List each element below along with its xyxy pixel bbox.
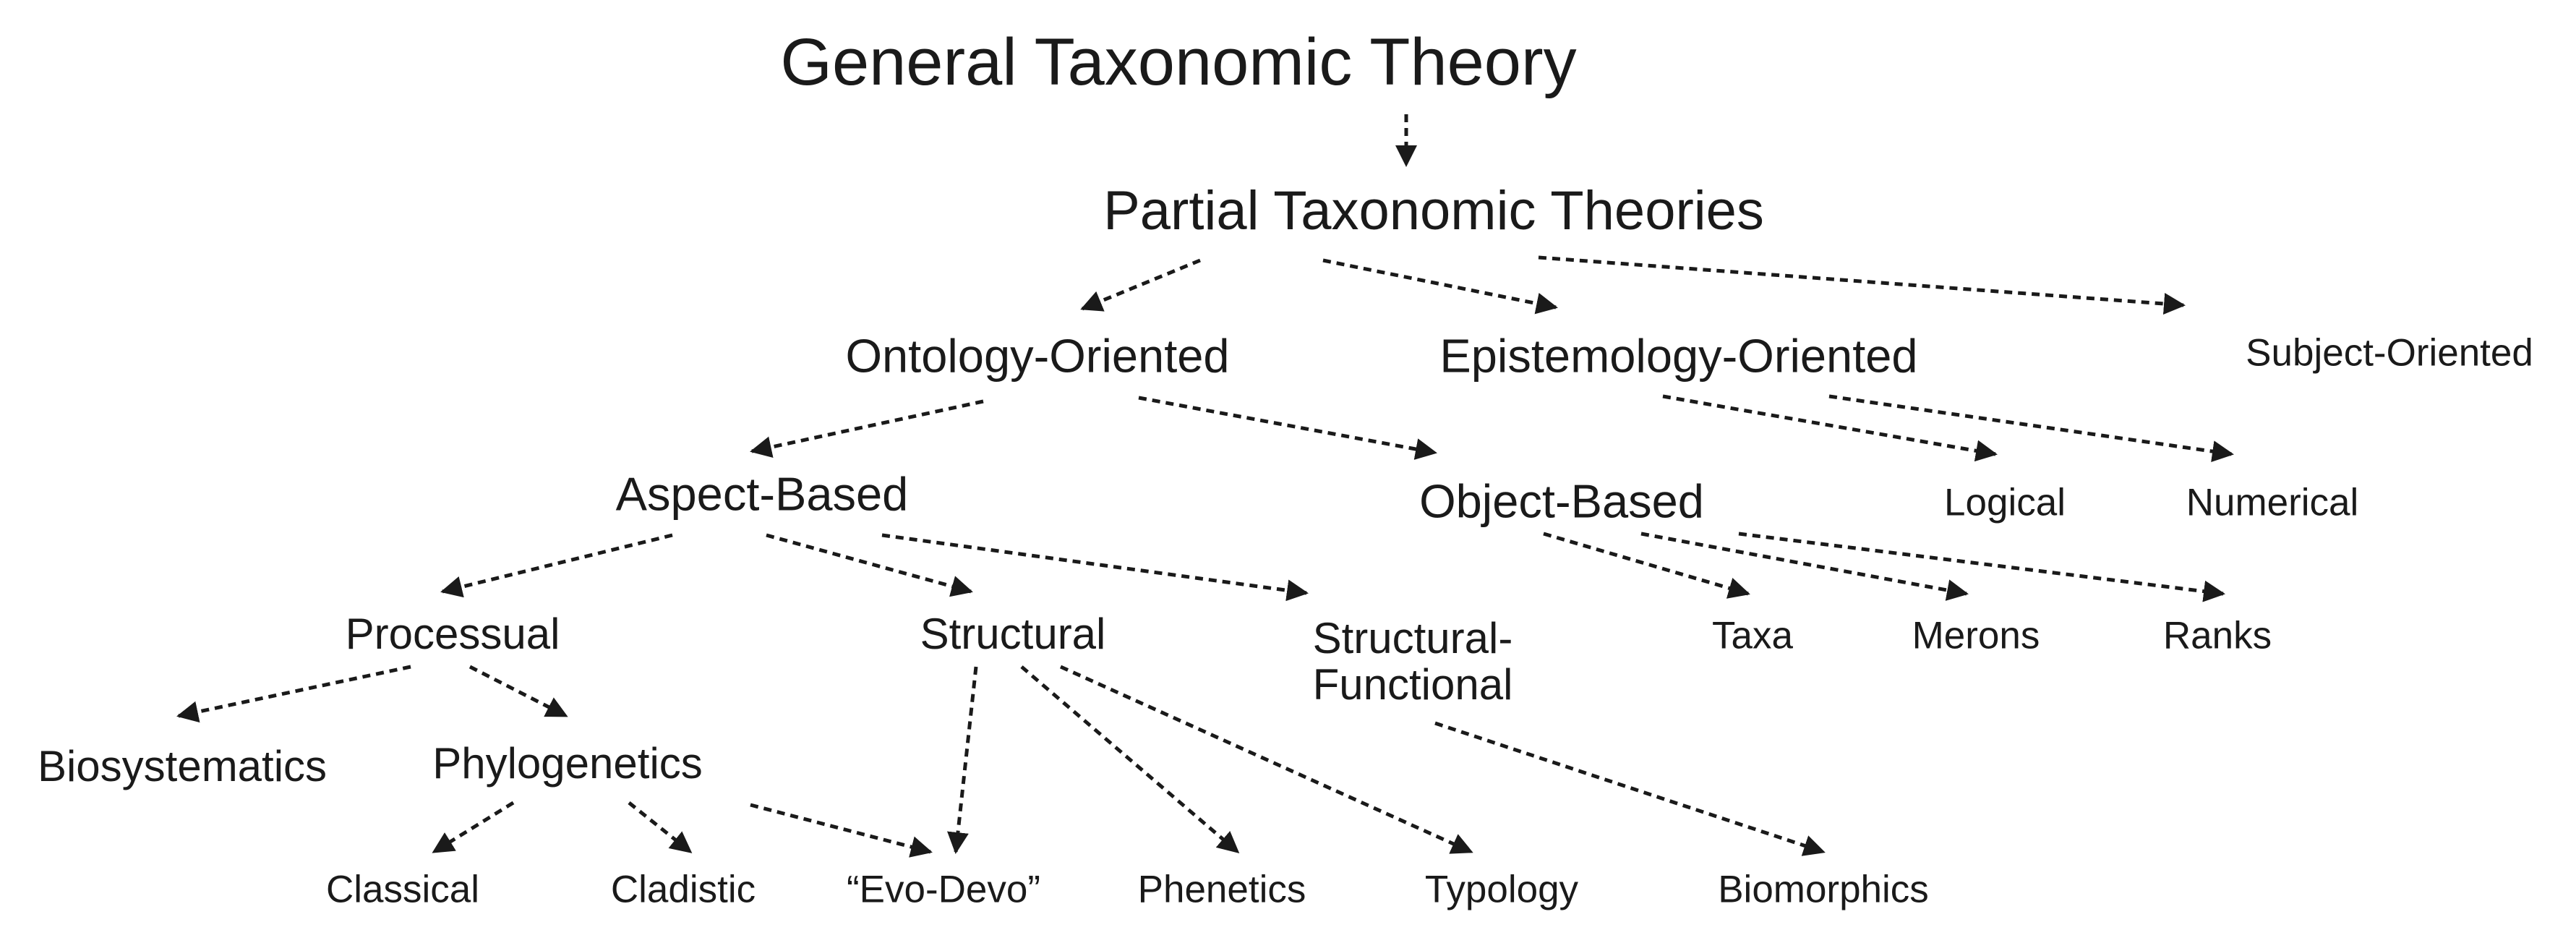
node-ontology-oriented: Ontology-Oriented [845, 329, 1230, 383]
edge-structural-to-typology [1059, 665, 1473, 854]
node-phylogenetics: Phylogenetics [432, 739, 703, 788]
node-partial-taxonomic-theories: Partial Taxonomic Theories [1103, 180, 1764, 242]
node-ranks: Ranks [2162, 614, 2272, 657]
edge-structfunc-to-biomorphics [1434, 721, 1826, 856]
node-biomorphics: Biomorphics [1718, 868, 1929, 911]
node-biosystematics: Biosystematics [37, 742, 328, 790]
edge-ontology-to-object [1138, 396, 1437, 460]
node-numerical: Numerical [2186, 481, 2359, 524]
edge-epistemology-to-logical [1662, 394, 1998, 462]
node-object-based: Object-Based [1419, 474, 1704, 528]
node-structural-functional: Structural- Functional [1312, 613, 1513, 709]
node-epistemology-oriented: Epistemology-Oriented [1439, 329, 1918, 383]
edge-structural-to-evodevo [947, 666, 978, 854]
node-general-taxonomic-theory: General Taxonomic Theory [780, 25, 1577, 99]
node-subject-oriented: Subject-Oriented [2246, 331, 2533, 375]
node-structural: Structural [920, 610, 1106, 658]
edge-partial-to-ontology [1080, 258, 1201, 312]
node-processual: Processual [345, 610, 560, 658]
edge-ontology-to-aspect [750, 399, 984, 458]
edge-phylogenetics-to-cladistic [628, 801, 693, 853]
node-classical: Classical [325, 868, 480, 911]
node-logical: Logical [1944, 481, 2066, 524]
edge-aspect-to-structfunc [881, 533, 1309, 602]
edge-aspect-to-processual [440, 533, 673, 598]
node-cladistic: Cladistic [610, 868, 756, 911]
node-typology: Typology [1424, 868, 1579, 911]
edge-object-to-ranks [1738, 532, 2225, 602]
edge-aspect-to-structural [766, 533, 973, 597]
node-evo-devo: “Evo-Devo” [846, 868, 1041, 911]
edge-phylogenetics-to-classical [432, 801, 515, 854]
edge-partial-to-subject [1538, 255, 2186, 315]
edge-structural-to-phenetics [1020, 665, 1240, 853]
edge-partial-to-epistemology [1322, 258, 1558, 315]
node-merons: Merons [1912, 614, 2040, 657]
node-taxa: Taxa [1712, 614, 1793, 657]
node-phenetics: Phenetics [1137, 868, 1306, 911]
edge-epistemology-to-numerical [1828, 394, 2234, 463]
edge-object-to-merons [1640, 532, 1969, 601]
edge-processual-to-biosystematics [176, 665, 411, 723]
edge-processual-to-phylogenetics [468, 665, 568, 718]
node-aspect-based: Aspect-Based [615, 467, 909, 521]
edge-object-to-taxa [1543, 532, 1750, 599]
edge-phylogenetics-to-evodevo [750, 803, 933, 858]
